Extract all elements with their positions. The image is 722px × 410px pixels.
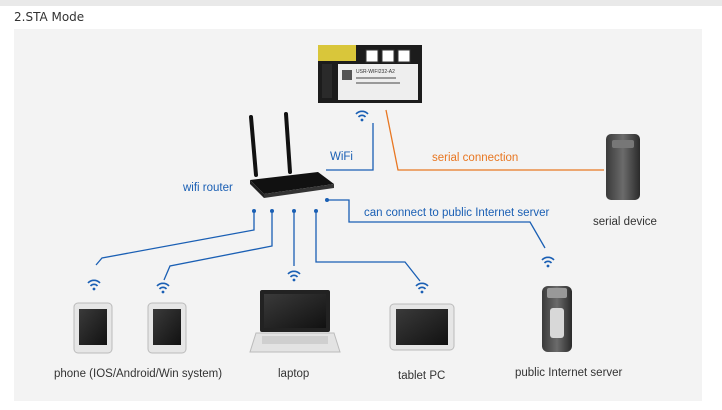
serial-device-label: serial device [593,216,657,228]
phone-device-2 [147,302,187,354]
serial-connection-label: serial connection [432,152,518,164]
server-link-label: can connect to public Internet server [364,207,550,219]
module-model-text: USR-WIFI232-A2 [356,69,395,75]
phone-device-1 [73,302,113,354]
server-wifi-icon [541,256,555,269]
wifi-router [249,112,334,198]
serial-connection-line [385,109,604,171]
module-wifi-icon [355,110,369,123]
phone-label: phone (IOS/Android/Win system) [54,368,222,380]
router-label: wifi router [182,182,233,194]
top-divider [0,0,722,6]
phone1-link-line [95,213,255,266]
phone1-wifi-icon [87,279,101,292]
wifi-label: WiFi [330,151,353,163]
laptop-device [249,290,341,353]
tablet-label: tablet PC [398,370,445,382]
server-link-line [327,199,546,249]
phone2-wifi-icon [156,282,170,295]
public-server-label: public Internet server [515,367,623,379]
wifi-module: USR-WIFI232-A2 [318,45,422,103]
serial-device [606,134,640,200]
laptop-label: laptop [278,368,309,380]
tablet-wifi-icon [415,282,429,295]
laptop-wifi-icon [287,270,301,283]
wifi-link-line [326,123,374,171]
public-server-device [542,286,572,352]
tablet-device [389,303,455,351]
tablet-link-line [315,213,421,282]
phone2-link-line [163,213,273,281]
section-heading: 2.STA Mode [14,10,85,24]
